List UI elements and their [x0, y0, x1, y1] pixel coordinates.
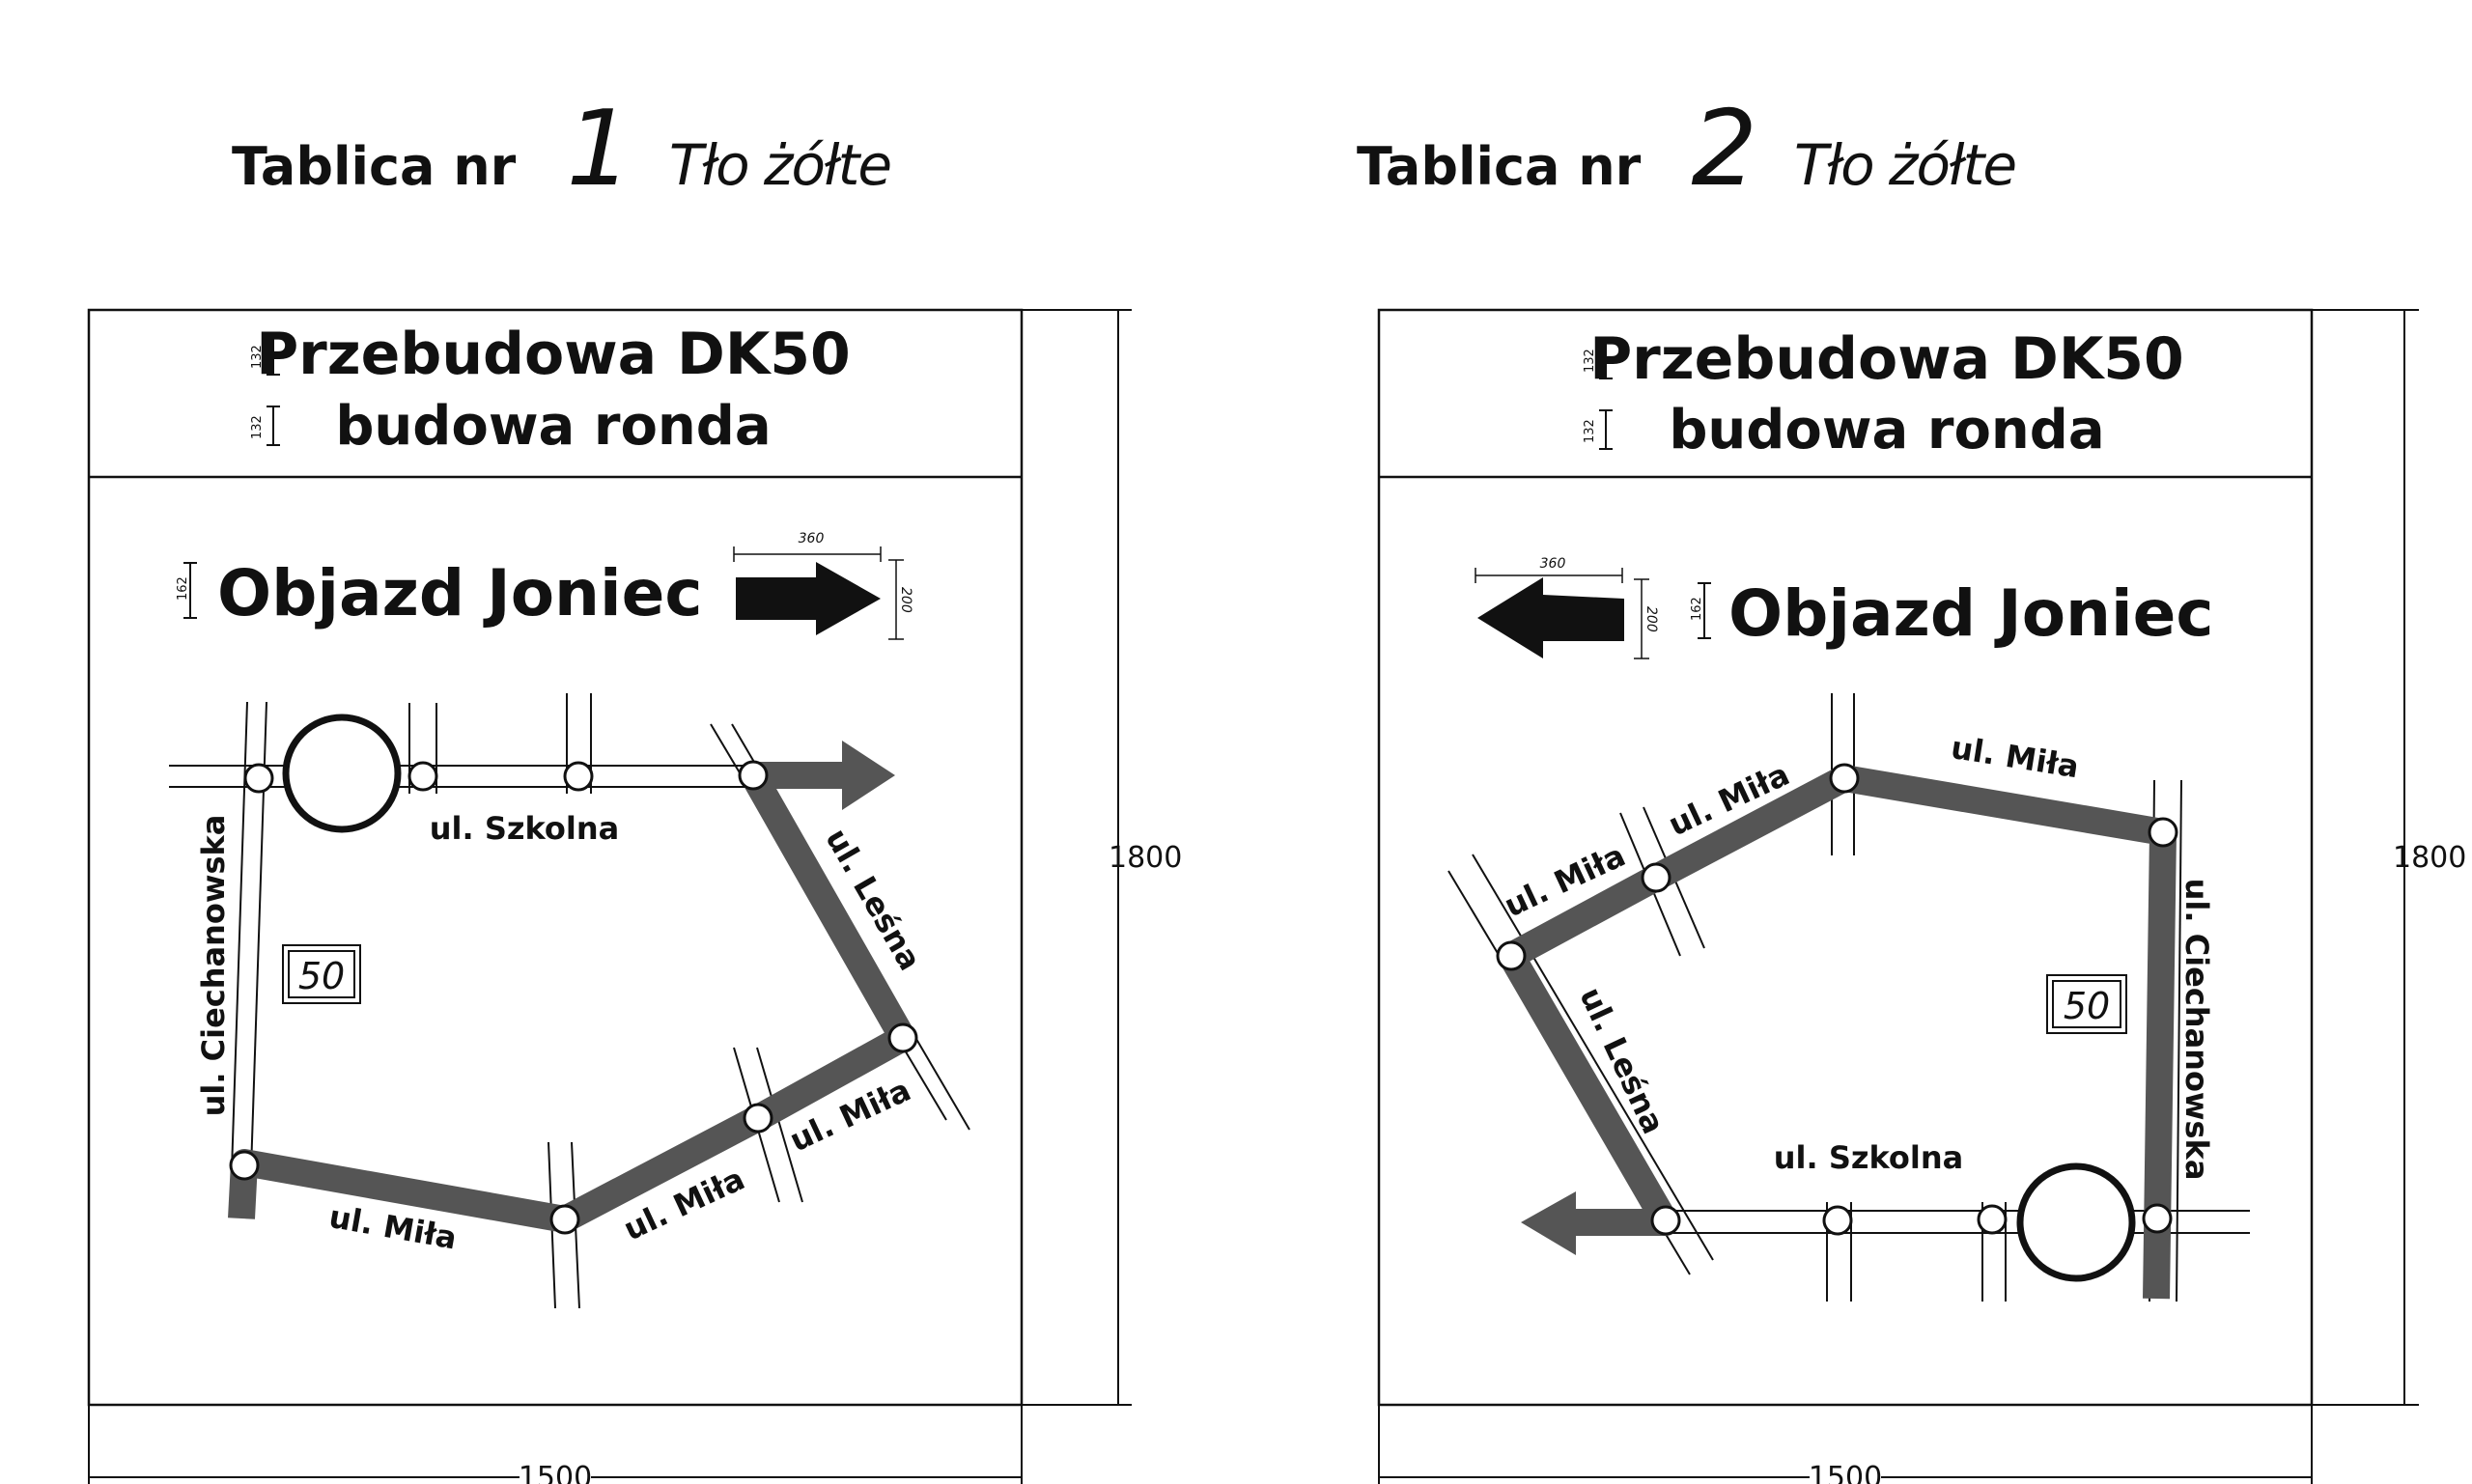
board-2-label-mila-3: ul. Miła [1949, 729, 2082, 785]
board-1-title-line1: Przebudowa DK50 [256, 321, 851, 388]
board-2-dim-height: 1800 [2393, 841, 2466, 875]
board-2-title-dim-label: 132 [1583, 349, 1597, 373]
board-2-arrow-width-dim [1475, 568, 1623, 583]
board-2: 132 132 Przebudowa DK50 budowa ronda 360… [1377, 308, 2466, 1484]
board-2-dim-width: 1500 [1809, 1461, 1882, 1484]
board-1-detour-dim-label: 162 [176, 576, 190, 601]
board-2-route-sign-text: 50 [2064, 985, 2110, 1027]
board-1-title-dim [267, 335, 280, 446]
board-1-title-line2: budowa ronda [335, 395, 771, 458]
board-1-title-dim-label-2: 132 [250, 415, 265, 439]
board-1-detour-text: Objazd Joniec [217, 556, 703, 630]
board-2-junctions [1496, 763, 2178, 1236]
board-2-frame [1377, 308, 2314, 1407]
board-1-header: Tablica nr 1 Tło żółte [232, 89, 892, 210]
board-2-detour-dim-label: 162 [1690, 597, 1704, 621]
board-1-dim-lines [88, 309, 1132, 1484]
board-2-label-szkolna: ul. Szkolna [1774, 1139, 1963, 1176]
board-1-dim-width: 1500 [519, 1461, 592, 1484]
board-2-label-ciechanowska: ul. Ciechanowska [2178, 879, 2215, 1181]
board-2-header-label: Tablica nr [1357, 136, 1642, 197]
board-1: 132 132 Przebudowa DK50 budowa ronda 162… [87, 308, 1182, 1484]
board-1-label-ciechanowska: ul. Ciechanowska [195, 815, 232, 1117]
board-2-title-dim-label-2: 132 [1583, 419, 1597, 443]
board-1-title-dim-label: 132 [250, 345, 265, 369]
board-2-roundabout [2016, 1162, 2136, 1282]
board-1-map: 50 ul. Szkolna ul. Ciechanowska ul. Leśn… [169, 693, 970, 1309]
board-1-detour-dim [183, 562, 197, 619]
board-1-arrow-width-dim [733, 546, 882, 562]
board-1-arrow-width-label: 360 [799, 531, 825, 546]
board-1-route-arrowhead [842, 741, 895, 810]
board-2-detour-text: Objazd Joniec [1728, 576, 2214, 651]
board-1-background-note: Tło żółte [669, 132, 892, 198]
board-1-arrow-height-dim [888, 559, 904, 640]
board-2-dim-width-gap [1810, 1460, 1881, 1484]
board-2-route-arrowhead [1521, 1191, 1576, 1255]
board-2-title-line1: Przebudowa DK50 [1589, 325, 2184, 393]
board-1-route-sign-inner [288, 950, 355, 998]
board-1-roundabout [282, 714, 402, 833]
board-1-arrow-right [736, 562, 881, 635]
board-1-number: 1 [566, 89, 633, 210]
board-2-header: Tablica nr 2 Tło żółte [1357, 89, 2017, 210]
board-2-arrow-height-dim [1634, 578, 1649, 659]
board-2-number: 2 [1691, 89, 1758, 210]
board-1-junctions [229, 760, 918, 1235]
board-2-arrow-height-label: 200 [1643, 606, 1659, 632]
board-2-route-sign-inner [2052, 980, 2121, 1028]
board-2-arrow-width-label: 360 [1540, 556, 1566, 572]
board-1-header-label: Tablica nr [232, 136, 517, 197]
board-1-dim-width-gap [520, 1460, 591, 1484]
board-1-arrow-height-label: 200 [898, 587, 913, 613]
board-2-detour-dim [1698, 582, 1711, 639]
board-2-background-note: Tło żółte [1794, 132, 2017, 198]
board-1-frame [87, 308, 1024, 1407]
board-2-title-dim [1599, 339, 1613, 450]
board-1-dim-height: 1800 [1109, 841, 1182, 875]
board-1-route-sign-text: 50 [298, 955, 345, 997]
board-2-title-line2: budowa ronda [1669, 399, 2104, 462]
board-2-arrow-left [1477, 577, 1624, 658]
board-1-label-szkolna: ul. Szkolna [430, 810, 619, 847]
board-2-map: 50 ul. Szkolna ul. Ciechanowska ul. Leśn… [1447, 693, 2250, 1302]
